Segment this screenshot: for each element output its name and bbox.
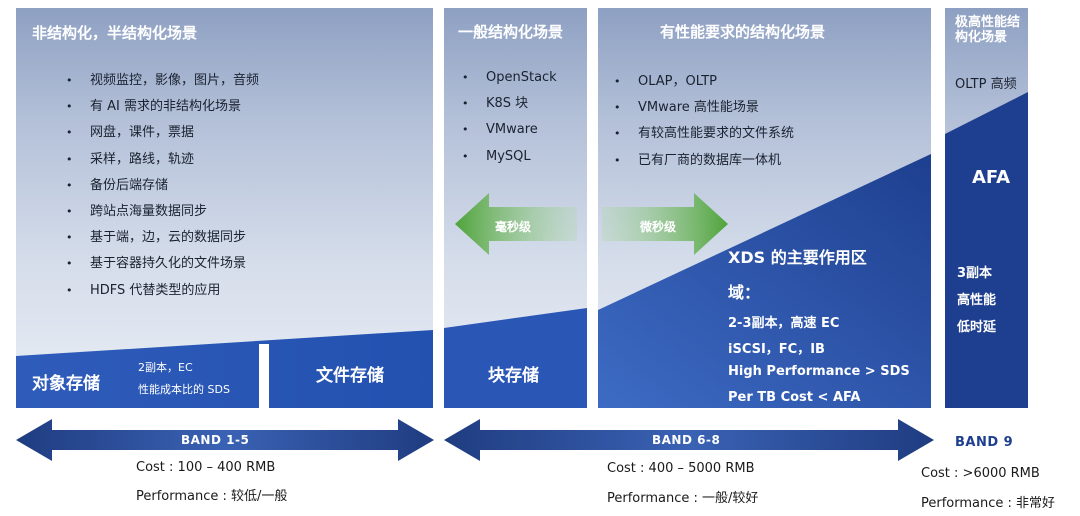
scenario-list: OpenStack K8S 块 VMware MySQL [458, 65, 557, 170]
afa-point: 3副本 [957, 266, 993, 281]
band-1-5-arrow [16, 419, 434, 461]
panel-title: 非结构化，半结构化场景 [32, 24, 198, 42]
list-item: 已有厂商的数据库一体机 [610, 148, 794, 174]
extreme-subtitle: OLTP 高频 [955, 77, 1017, 92]
band-performance: Performance : 非常好 [921, 496, 1056, 511]
panel-title: 极高性能结构化场景 [955, 15, 1021, 45]
xds-point: 2-3副本，高速 EC [728, 316, 840, 331]
band-label: BAND 1-5 [181, 433, 250, 447]
capacity-wedge [16, 330, 433, 408]
band-cost: Cost : 400 – 5000 RMB [607, 461, 755, 476]
performance-structured-panel: 有性能要求的结构化场景 OLAP，OLTP VMware 高性能场景 有较高性能… [598, 8, 931, 408]
band-performance: Performance : 较低/一般 [136, 489, 288, 504]
block-storage-label: 块存储 [488, 366, 539, 386]
band-cost: Cost : 100 – 400 RMB [136, 460, 276, 475]
scenario-list: OLAP，OLTP VMware 高性能场景 有较高性能要求的文件系统 已有厂商… [610, 69, 794, 174]
xds-point: Per TB Cost < AFA [728, 390, 861, 405]
object-storage-note: 性能成本比的 SDS [138, 383, 230, 396]
list-item: OpenStack [458, 65, 557, 91]
millisecond-arrow [455, 193, 577, 255]
band-cost: Cost : >6000 RMB [921, 466, 1040, 481]
list-item: HDFS 代替类型的应用 [62, 278, 259, 304]
panel-title: 有性能要求的结构化场景 [660, 23, 826, 41]
list-item: 网盘，课件，票据 [62, 120, 259, 146]
list-item: 备份后端存储 [62, 173, 259, 199]
object-storage-label: 对象存储 [32, 374, 100, 394]
list-item: VMware 高性能场景 [610, 95, 794, 121]
scenario-list: 视频监控，影像，图片，音频 有 AI 需求的非结构化场景 网盘，课件，票据 采样… [62, 68, 259, 304]
list-item: 基于容器持久化的文件场景 [62, 251, 259, 277]
list-item: 跨站点海量数据同步 [62, 199, 259, 225]
list-item: 有较高性能要求的文件系统 [610, 121, 794, 147]
afa-label: AFA [972, 167, 1011, 188]
performance-wedge [945, 92, 1028, 408]
extreme-performance-panel: 极高性能结构化场景 OLTP 高频 AFA 3副本 高性能 低时延 [945, 8, 1028, 408]
panel-title: 一般结构化场景 [458, 23, 564, 41]
list-item: 基于端，边，云的数据同步 [62, 225, 259, 251]
list-item: 有 AI 需求的非结构化场景 [62, 94, 259, 120]
microsecond-label: 微秒级 [640, 220, 677, 234]
microsecond-arrow [602, 193, 728, 255]
unstructured-panel: 非结构化，半结构化场景 视频监控，影像，图片，音频 有 AI 需求的非结构化场景… [16, 8, 433, 408]
list-item: VMware [458, 117, 557, 143]
millisecond-label: 毫秒级 [495, 220, 532, 234]
list-item: 采样，路线，轨迹 [62, 147, 259, 173]
list-item: 视频监控，影像，图片，音频 [62, 68, 259, 94]
band-label: BAND 6-8 [652, 433, 721, 447]
band-performance: Performance : 一般/较好 [607, 491, 759, 506]
afa-point: 高性能 [957, 293, 997, 308]
list-item: K8S 块 [458, 91, 557, 117]
xds-point: iSCSI，FC，IB [728, 342, 825, 357]
band-6-8-arrow [444, 419, 934, 461]
band-label: BAND 9 [955, 435, 1014, 450]
xds-title: XDS 的主要作用区 [728, 248, 867, 267]
xds-title: 域： [728, 283, 761, 302]
object-storage-note: 2副本，EC [138, 361, 193, 374]
list-item: MySQL [458, 144, 557, 170]
list-item: OLAP，OLTP [610, 69, 794, 95]
performance-wedge [598, 154, 931, 408]
xds-point: High Performance > SDS [728, 364, 910, 379]
file-storage-label: 文件存储 [316, 366, 384, 386]
afa-point: 低时延 [957, 320, 997, 335]
capacity-wedge [444, 308, 587, 408]
